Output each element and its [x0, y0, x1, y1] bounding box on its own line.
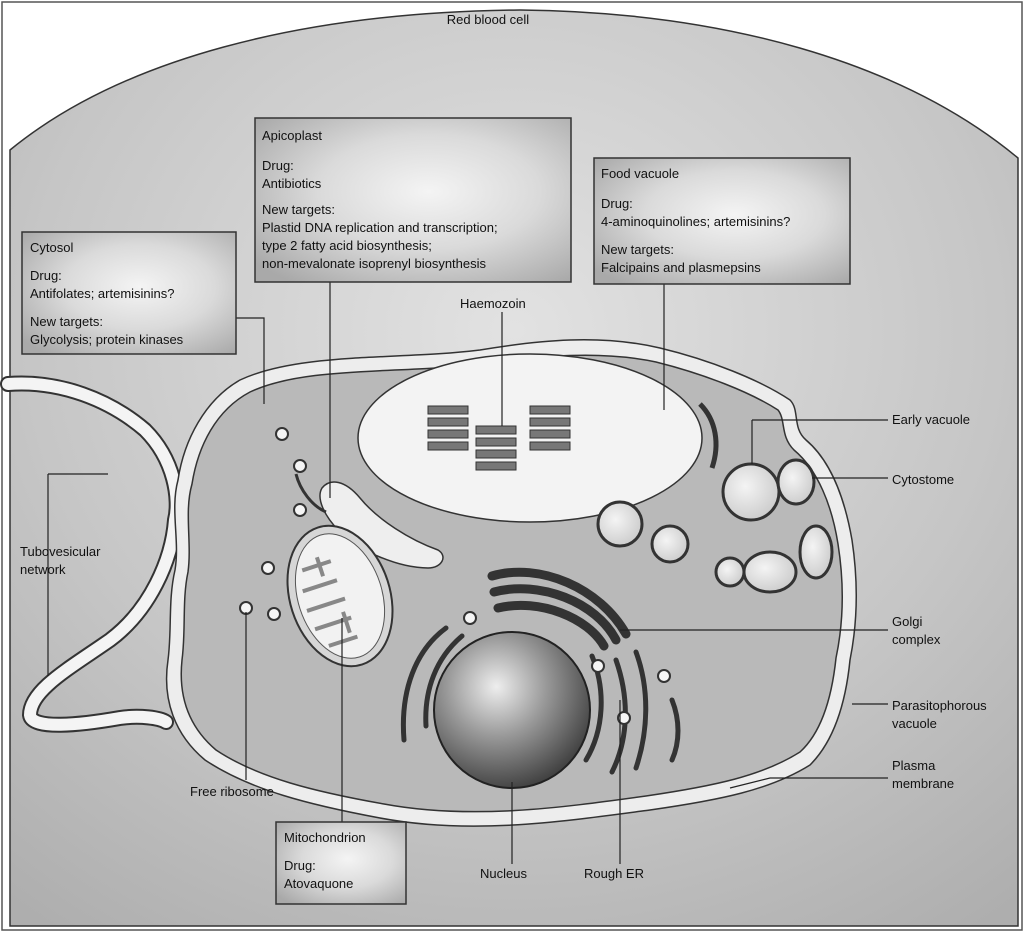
- food-vacuole-box: Food vacuole Drug: 4-aminoquinolines; ar…: [594, 158, 850, 284]
- golgi-complex-label: Golgi: [892, 614, 922, 629]
- food-vacuole-title: Food vacuole: [601, 166, 679, 181]
- food-vacuole-targets-label: New targets:: [601, 242, 674, 257]
- apicoplast-box: Apicoplast Drug: Antibiotics New targets…: [255, 118, 571, 282]
- apicoplast-target: non-mevalonate isoprenyl biosynthesis: [262, 256, 487, 271]
- nucleus-label: Nucleus: [480, 866, 527, 881]
- haemozoin-label: Haemozoin: [460, 296, 526, 311]
- mitochondrion-drug-label: Drug:: [284, 858, 316, 873]
- cytosol-targets-label: New targets:: [30, 314, 103, 329]
- tubovesicular-label: Tubovesicular: [20, 544, 101, 559]
- golgi-complex-label: complex: [892, 632, 941, 647]
- free-ribosome-label: Free ribosome: [190, 784, 274, 799]
- mitochondrion-drug: Atovaquone: [284, 876, 353, 891]
- apicoplast-targets-label: New targets:: [262, 202, 335, 217]
- early-vacuole-label: Early vacuole: [892, 412, 970, 427]
- apicoplast-drug-label: Drug:: [262, 158, 294, 173]
- tubovesicular-label: network: [20, 562, 66, 577]
- cytosol-drug: Antifolates; artemisinins?: [30, 286, 175, 301]
- apicoplast-drug: Antibiotics: [262, 176, 322, 191]
- apicoplast-title: Apicoplast: [262, 128, 322, 143]
- plasma-membrane-label: membrane: [892, 776, 954, 791]
- food-vacuole-drug: 4-aminoquinolines; artemisinins?: [601, 214, 790, 229]
- food-vacuole-target: Falcipains and plasmepsins: [601, 260, 761, 275]
- rough-er-label: Rough ER: [584, 866, 644, 881]
- food-vacuole-drug-label: Drug:: [601, 196, 633, 211]
- parasitophorous-vacuole-label: Parasitophorous: [892, 698, 987, 713]
- mitochondrion-box: Mitochondrion Drug: Atovaquone: [276, 822, 406, 904]
- cytosol-box: Cytosol Drug: Antifolates; artemisinins?…: [22, 232, 236, 354]
- apicoplast-target: type 2 fatty acid biosynthesis;: [262, 238, 432, 253]
- cytosol-target: Glycolysis; protein kinases: [30, 332, 184, 347]
- apicoplast-target: Plastid DNA replication and transcriptio…: [262, 220, 498, 235]
- mitochondrion-title: Mitochondrion: [284, 830, 366, 845]
- red-blood-cell-label: Red blood cell: [447, 12, 529, 27]
- cytosol-drug-label: Drug:: [30, 268, 62, 283]
- nucleus: [434, 632, 590, 788]
- cytosol-title: Cytosol: [30, 240, 73, 255]
- parasitophorous-vacuole-label: vacuole: [892, 716, 937, 731]
- cytostome-label: Cytostome: [892, 472, 954, 487]
- plasma-membrane-label: Plasma: [892, 758, 936, 773]
